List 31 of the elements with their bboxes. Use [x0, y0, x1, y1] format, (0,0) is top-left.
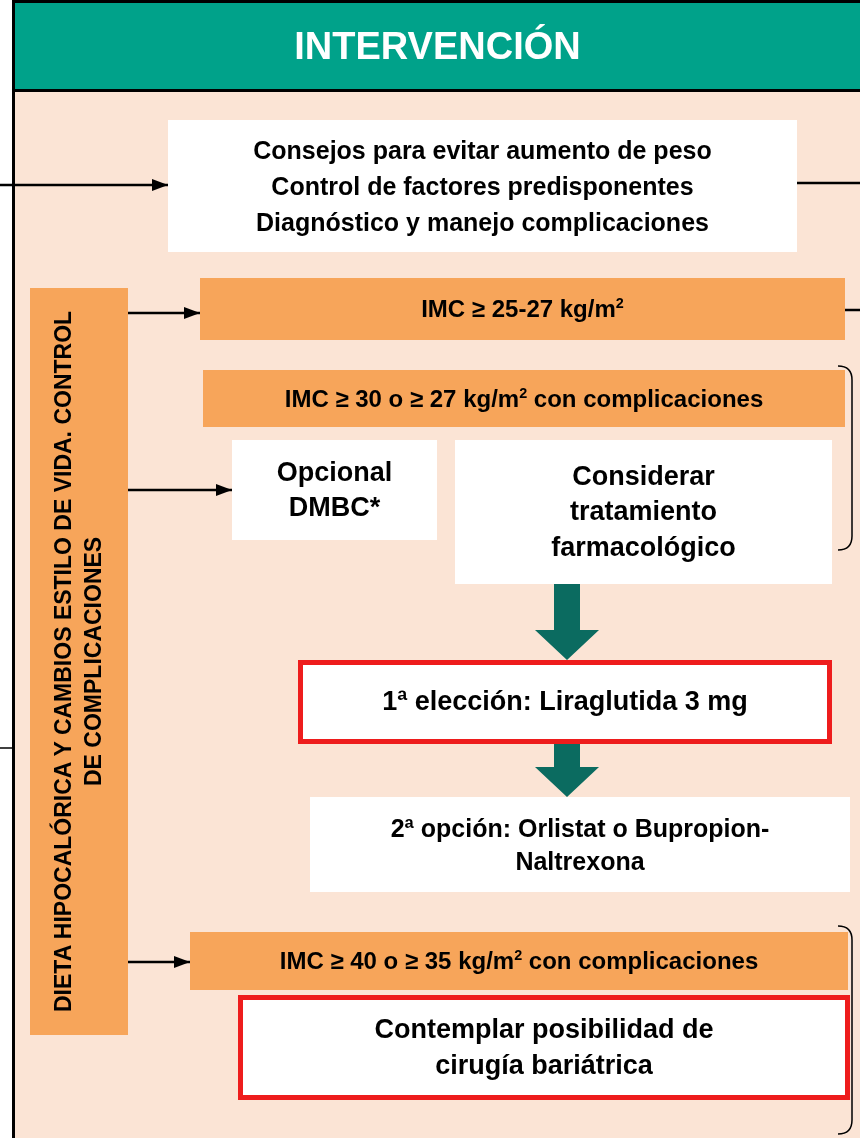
box-text: 2ª opción: Orlistat o Bupropion-Naltrexona: [389, 813, 771, 877]
connector-line: [797, 181, 860, 185]
box-text: 1ª elección: Liraglutida 3 mg: [382, 685, 748, 719]
arrow: [128, 307, 200, 319]
box-text: Consejos para evitar aumento de peso: [253, 134, 712, 166]
box-text: IMC ≥ 40 o ≥ 35 kg/m$^{2}$ con complicaciones: [279, 946, 759, 977]
process-box: [190, 932, 848, 990]
arrow: [128, 484, 232, 496]
connector-line: [845, 308, 860, 312]
process-box: [298, 660, 832, 744]
block-arrow: [535, 584, 599, 660]
process-box: [168, 120, 797, 252]
box-text: Opcional DMBC*: [275, 455, 394, 524]
box-text: IMC ≥ 25-27 kg/m$^{2}$: [421, 294, 624, 325]
box-text: DIETA HIPOCALÓRICA Y CAMBIOS ESTILO DE VIDA. CONTROL DE COMPLICACIONES: [49, 309, 107, 1015]
process-box: [310, 797, 850, 892]
arrow: [0, 179, 168, 191]
process-box: [200, 278, 845, 340]
process-box: [238, 995, 850, 1100]
box-text: Control de factores predisponentes: [271, 170, 694, 202]
box-text: Diagnóstico y manejo complicaciones: [256, 207, 709, 239]
box-text: Considerar tratamiento farmacológico: [550, 460, 737, 564]
process-box: [30, 288, 128, 1035]
box-text: IMC ≥ 30 o ≥ 27 kg/m$^{2}$ con complicaciones: [284, 383, 764, 414]
block-arrow: [535, 744, 599, 797]
process-box: [203, 370, 845, 427]
arrow: [128, 956, 190, 968]
box-text: Contemplar posibilidad de cirugía bariátrica: [373, 1013, 715, 1082]
title-banner: INTERVENCIÓN: [12, 0, 860, 92]
process-box: [455, 440, 832, 584]
process-box: [232, 440, 437, 540]
